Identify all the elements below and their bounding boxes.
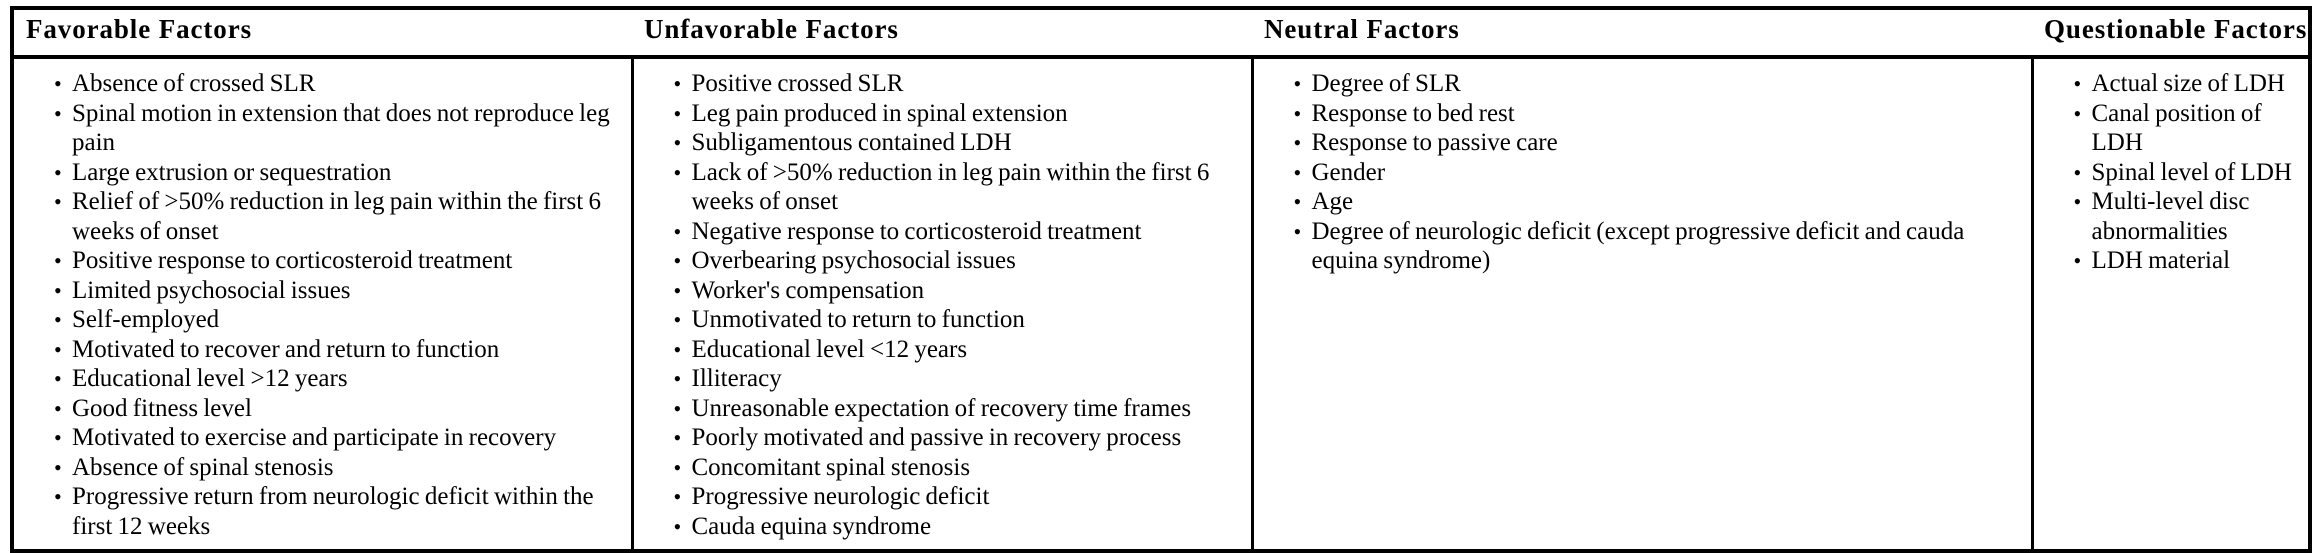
list-item: Unmotivated to return to function bbox=[674, 305, 1245, 335]
list-item: Absence of crossed SLR bbox=[54, 69, 625, 99]
cell-favorable-factors: Absence of crossed SLRSpinal motion in e… bbox=[12, 57, 634, 551]
list-item: Self-employed bbox=[54, 305, 625, 335]
list-item: Limited psychosocial issues bbox=[54, 276, 625, 306]
cell-neutral-factors: Degree of SLRResponse to bed restRespons… bbox=[1252, 57, 2034, 551]
cell-unfavorable-factors: Positive crossed SLRLeg pain produced in… bbox=[632, 57, 1254, 551]
list-item: Worker's compensation bbox=[674, 276, 1245, 306]
list-item: Motivated to recover and return to funct… bbox=[54, 335, 625, 365]
list-item: Relief of >50% reduction in leg pain wit… bbox=[54, 187, 625, 246]
list-item: Progressive return from neurologic defic… bbox=[54, 482, 625, 541]
list-item: Illiteracy bbox=[674, 364, 1245, 394]
list-item: Leg pain produced in spinal extension bbox=[674, 99, 1245, 129]
factor-list-neutral: Degree of SLRResponse to bed restRespons… bbox=[1260, 69, 2025, 276]
list-item: Degree of neurologic deficit (except pro… bbox=[1294, 217, 2025, 276]
list-item: LDH material bbox=[2074, 246, 2303, 276]
list-item: Positive response to corticosteroid trea… bbox=[54, 246, 625, 276]
column-header-questionable: Questionable Factors bbox=[2032, 8, 2310, 59]
table-header-row: Favorable Factors Unfavorable Factors Ne… bbox=[12, 8, 2310, 59]
list-item: Motivated to exercise and participate in… bbox=[54, 423, 625, 453]
list-item: Lack of >50% reduction in leg pain withi… bbox=[674, 158, 1245, 217]
list-item: Spinal motion in extension that does not… bbox=[54, 99, 625, 158]
list-item: Actual size of LDH bbox=[2074, 69, 2303, 99]
list-item: Gender bbox=[1294, 158, 2025, 188]
list-item: Response to bed rest bbox=[1294, 99, 2025, 129]
factors-table-container: Favorable Factors Unfavorable Factors Ne… bbox=[0, 0, 2320, 540]
column-header-unfavorable: Unfavorable Factors bbox=[632, 8, 1252, 59]
list-item: Negative response to corticosteroid trea… bbox=[674, 217, 1245, 247]
cell-questionable-factors: Actual size of LDHCanal position of LDHS… bbox=[2032, 57, 2310, 551]
list-item: Spinal level of LDH bbox=[2074, 158, 2303, 188]
list-item: Educational level >12 years bbox=[54, 364, 625, 394]
list-item: Large extrusion or sequestration bbox=[54, 158, 625, 188]
column-header-favorable: Favorable Factors bbox=[12, 8, 632, 59]
factor-list-unfavorable: Positive crossed SLRLeg pain produced in… bbox=[640, 69, 1245, 541]
table-body: Absence of crossed SLRSpinal motion in e… bbox=[12, 57, 2310, 551]
list-item: Canal position of LDH bbox=[2074, 99, 2303, 158]
list-item: Absence of spinal stenosis bbox=[54, 453, 625, 483]
list-item: Good fitness level bbox=[54, 394, 625, 424]
list-item: Age bbox=[1294, 187, 2025, 217]
list-item: Educational level <12 years bbox=[674, 335, 1245, 365]
table-header-row-group: Favorable Factors Unfavorable Factors Ne… bbox=[12, 8, 2310, 59]
factor-list-questionable: Actual size of LDHCanal position of LDHS… bbox=[2040, 69, 2303, 276]
list-item: Subligamentous contained LDH bbox=[674, 128, 1245, 158]
list-item: Unreasonable expectation of recovery tim… bbox=[674, 394, 1245, 424]
table-row: Absence of crossed SLRSpinal motion in e… bbox=[12, 57, 2310, 551]
list-item: Progressive neurologic deficit bbox=[674, 482, 1245, 512]
list-item: Degree of SLR bbox=[1294, 69, 2025, 99]
list-item: Poorly motivated and passive in recovery… bbox=[674, 423, 1245, 453]
list-item: Response to passive care bbox=[1294, 128, 2025, 158]
factor-list-favorable: Absence of crossed SLRSpinal motion in e… bbox=[20, 69, 625, 541]
factors-table: Favorable Factors Unfavorable Factors Ne… bbox=[10, 6, 2312, 553]
list-item: Overbearing psychosocial issues bbox=[674, 246, 1245, 276]
list-item: Positive crossed SLR bbox=[674, 69, 1245, 99]
list-item: Cauda equina syndrome bbox=[674, 512, 1245, 542]
list-item: Multi-level disc abnormalities bbox=[2074, 187, 2303, 246]
list-item: Concomitant spinal stenosis bbox=[674, 453, 1245, 483]
column-header-neutral: Neutral Factors bbox=[1252, 8, 2032, 59]
